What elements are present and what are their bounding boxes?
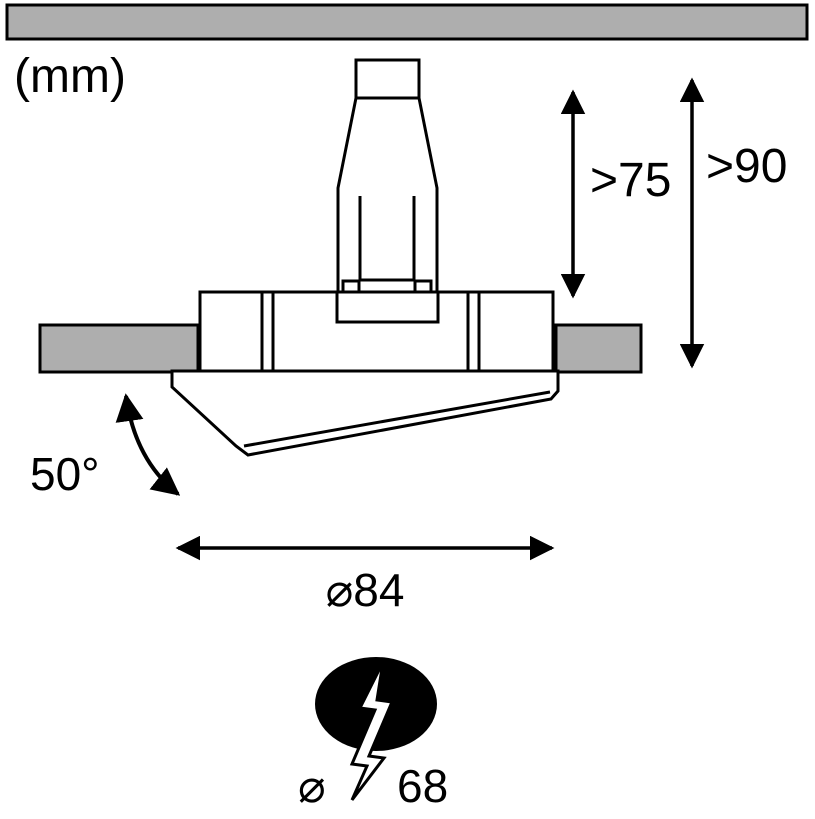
cutout-diameter-symbol: ⌀ <box>298 760 326 812</box>
unit-label: (mm) <box>14 50 126 103</box>
dimension-annotations: >75 >90 50° ⌀84 <box>30 77 787 616</box>
ceiling-cutout-icon: ⌀ 68 <box>298 657 448 812</box>
connector-cap <box>354 58 421 100</box>
ceiling-top-bar <box>5 3 809 41</box>
lightning-bolt-icon <box>349 661 395 801</box>
dim-outer-diameter-label: ⌀84 <box>326 564 405 616</box>
ceiling-segment-left <box>38 323 200 374</box>
tilt-angle-label: 50° <box>30 448 100 500</box>
ceiling-segment-right <box>554 323 643 374</box>
housing-body <box>198 290 555 373</box>
connector-body <box>336 96 439 294</box>
dim-total-depth-label: >90 <box>706 140 787 193</box>
mount-pedestal <box>335 290 440 324</box>
trim-ring-tilted <box>170 369 560 457</box>
luminaire-cross-section <box>38 58 643 457</box>
trim-inner-edge <box>243 390 551 448</box>
tilt-arc-arrow <box>115 393 181 496</box>
cutout-diameter-value: 68 <box>397 760 448 812</box>
dim-recess-depth-label: >75 <box>590 154 671 207</box>
cable-channel <box>358 196 416 282</box>
